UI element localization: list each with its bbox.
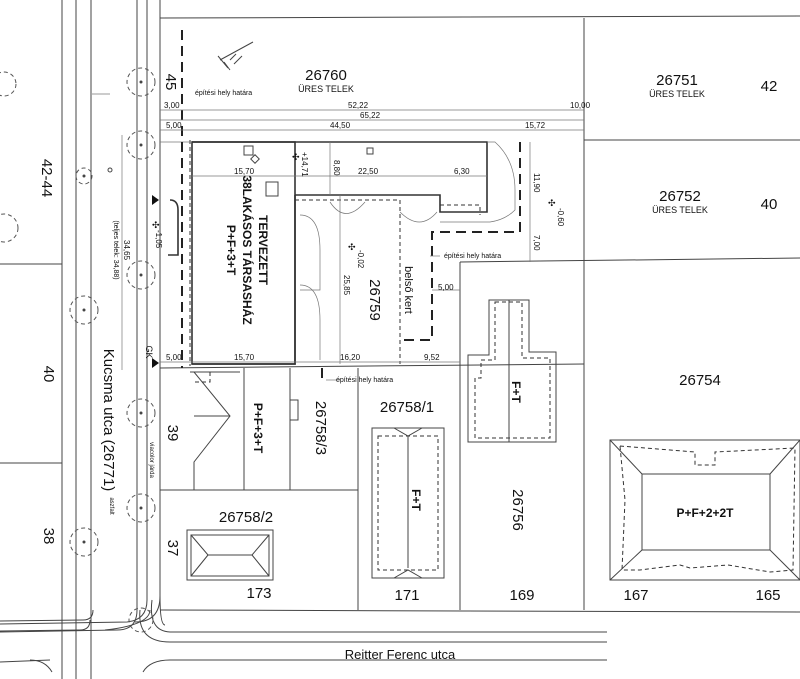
asphalt-label: aszfalt [108, 497, 114, 515]
dim-5-00-bot: 5,00 [166, 353, 182, 362]
lot-note-26760: ÜRES TELEK [298, 84, 354, 94]
dim-34-65: 34,65 [122, 240, 131, 261]
building-label-pf22t: P+F+2+2T [676, 506, 734, 520]
building-label-pf3t: P+F+3+T [251, 403, 265, 454]
elevation-1-05: -1,05 [154, 230, 163, 249]
dim-16-20: 16,20 [340, 353, 361, 362]
street-name-reitter: Reitter Ferenc utca [345, 647, 456, 662]
lot-note-26752: ÜRES TELEK [652, 205, 708, 215]
house-number-165: 165 [755, 587, 780, 604]
trees [0, 67, 156, 633]
house-number-42: 42 [761, 78, 778, 95]
dim-3-00: 3,00 [164, 101, 180, 110]
house-number-45: 45 [162, 74, 179, 91]
elevation-14-71: +14,71 [300, 152, 309, 177]
dimension-lines [92, 93, 584, 381]
dim-5-00-top: 5,00 [166, 121, 182, 130]
lot-number-26756: 26756 [509, 489, 526, 531]
dim-9-52: 9,52 [424, 353, 440, 362]
lot-number-26758-1: 26758/1 [380, 399, 434, 416]
house-number-39: 39 [164, 425, 181, 442]
building-ft-1 [467, 299, 557, 443]
planned-building-line2: 38LAKÁSOS TÁRSASHÁZ [240, 175, 255, 324]
sidewalk-label: viacolor járda [148, 442, 154, 478]
dim-52-22: 52,22 [348, 101, 369, 110]
building-label-ft-1: F+T [509, 381, 523, 403]
dim-5-00-mid: 5,00 [438, 283, 454, 292]
building-26758-2 [186, 529, 274, 581]
lot-number-26758-3: 26758/3 [312, 401, 329, 455]
building-pf3t-neighbor [190, 371, 299, 490]
gk-marker-icon [152, 358, 159, 368]
full-lot-label: (teljes telek: 34,88) [112, 220, 119, 279]
building-label-ft-2: F+T [409, 489, 423, 511]
building-line-label-right: építési hely határa [444, 253, 501, 260]
lot-number-26758-2: 26758/2 [219, 509, 273, 526]
dim-15-70-top: 15,70 [234, 167, 255, 176]
house-number-171: 171 [394, 587, 419, 604]
house-number-40-right: 40 [761, 196, 778, 213]
elevation-0-02: -0,02 [356, 250, 365, 269]
dim-44-50: 44,50 [330, 121, 351, 130]
house-number-167: 167 [623, 587, 648, 604]
inner-garden-label: belső kert [402, 266, 414, 314]
dim-15-72: 15,72 [525, 121, 546, 130]
lot-number-26751: 26751 [656, 72, 698, 89]
house-number-40-left: 40 [40, 366, 57, 383]
house-number-42-44: 42-44 [38, 159, 55, 197]
house-number-37: 37 [164, 540, 181, 557]
kucsma-street-lines [0, 0, 161, 679]
svg-text:✣: ✣ [548, 198, 556, 208]
planned-building [160, 30, 521, 380]
north-arrow-icon [217, 41, 254, 71]
house-number-169: 169 [509, 587, 534, 604]
lot-number-26759: 26759 [366, 279, 383, 321]
building-pf22t [609, 439, 800, 581]
reitter-street-lines [0, 595, 607, 673]
dim-6-30: 6,30 [454, 167, 470, 176]
dim-10-00: 10,00 [570, 101, 591, 110]
lot-note-26751: ÜRES TELEK [649, 89, 705, 99]
planned-building-line3: P+F+3+T [224, 225, 238, 276]
lot-number-26760: 26760 [305, 67, 347, 84]
building-line-label-bottom: építési hely határa [336, 377, 393, 384]
lot-boundaries [159, 15, 800, 613]
dim-15-70-bot: 15,70 [234, 353, 255, 362]
dim-25-85: 25,85 [342, 275, 351, 296]
svg-text:✣: ✣ [348, 242, 356, 252]
street-name-kucsma: Kucsma utca (26771) [100, 349, 117, 492]
lot-number-26752: 26752 [659, 188, 701, 205]
svg-text:✣: ✣ [292, 152, 300, 162]
house-number-173: 173 [246, 585, 271, 602]
entrance-marker-icon [152, 195, 159, 205]
gk-label: GK [144, 345, 154, 358]
building-ft-2 [371, 427, 445, 579]
dim-8-80: 8,80 [332, 160, 341, 176]
house-number-38: 38 [40, 528, 57, 545]
dim-7-00: 7,00 [532, 235, 541, 251]
dim-22-50: 22,50 [358, 167, 379, 176]
dim-11-90: 11,90 [532, 173, 541, 193]
elevation-0-60: -0,60 [556, 208, 565, 227]
planned-building-line1: TERVEZETT [256, 215, 270, 285]
elevation-markers: ✣ ✣ ✣ ✣ [152, 152, 556, 252]
svg-text:✣: ✣ [152, 220, 160, 230]
lot-number-26754: 26754 [679, 372, 721, 389]
building-line-label-top: építési hely határa [195, 90, 252, 97]
dim-65-22: 65,22 [360, 111, 381, 120]
